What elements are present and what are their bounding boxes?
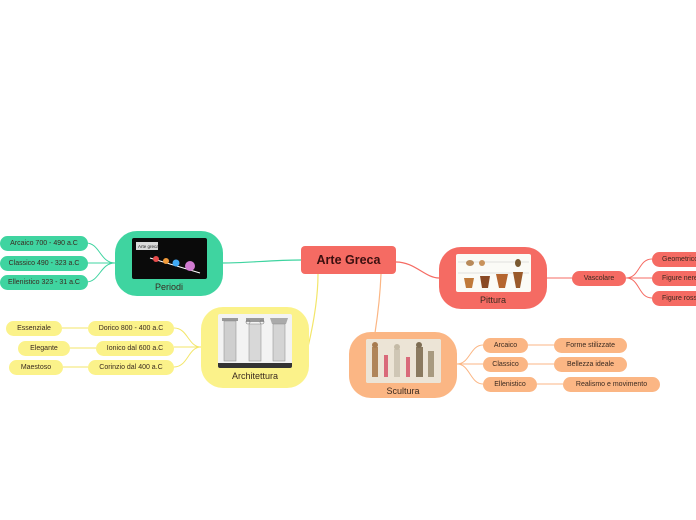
link-root-architettura	[307, 273, 319, 348]
periodi-image: Arte greca	[131, 238, 207, 279]
link-scultura-period	[456, 363, 484, 385]
scultura-image	[365, 339, 441, 383]
architettura-image	[218, 314, 292, 368]
link-root-pittura	[395, 261, 440, 279]
architettura-order-ionico[interactable]: Ionico dal 600 a.C	[96, 341, 174, 356]
scultura-period-arcaico[interactable]: Arcaico	[483, 338, 528, 353]
topic-scultura-label: Scultura	[386, 386, 420, 396]
pittura-style-geometrico[interactable]: Geometrico	[652, 252, 696, 267]
scultura-period-classico[interactable]: Classico	[483, 357, 528, 372]
periodi-item-arcaico[interactable]: Arcaico 700 - 490 a.C	[0, 236, 88, 251]
link-periodi-item	[85, 262, 116, 283]
topic-architettura-label: Architettura	[231, 371, 279, 381]
scultura-trait-bellezza-ideale[interactable]: Bellezza ideale	[554, 357, 627, 372]
architettura-trait-elegante[interactable]: Elegante	[18, 341, 70, 356]
architettura-trait-essenziale[interactable]: Essenziale	[6, 321, 62, 336]
topic-periodi-label: Periodi	[154, 282, 183, 292]
link-root-scultura	[374, 273, 382, 334]
architettura-trait-maestoso[interactable]: Maestoso	[9, 360, 63, 375]
topic-pittura-label: Pittura	[479, 295, 506, 305]
link-vascolare-style	[625, 277, 653, 299]
link-root-periodi	[221, 259, 302, 264]
periodi-image-caption: Arte greca	[138, 244, 159, 249]
scultura-period-ellenistico[interactable]: Ellenistico	[483, 377, 537, 392]
pittura-style-figure-nere[interactable]: Figure nere	[652, 271, 696, 286]
architettura-order-dorico[interactable]: Dorico 800 - 400 a.C	[88, 321, 174, 336]
root-node[interactable]: Arte Greca	[301, 246, 396, 274]
periodi-item-ellenistico[interactable]: Ellenistico 323 - 31 a.C	[0, 275, 88, 290]
link-vascolare-style	[625, 258, 653, 279]
pittura-image	[455, 254, 531, 292]
link-arch-order	[173, 327, 202, 348]
topic-pittura[interactable]: Pittura	[439, 247, 547, 309]
topic-periodi[interactable]: Arte greca Periodi	[115, 231, 223, 296]
architettura-order-corinzio[interactable]: Corinzio dal 400 a.C	[88, 360, 174, 375]
link-periodi-item	[85, 242, 116, 264]
link-arch-order	[173, 346, 202, 368]
pittura-vascolare[interactable]: Vascolare	[572, 271, 626, 286]
pittura-style-figure-rosse[interactable]: Figure rosse	[652, 291, 696, 306]
scultura-trait-realismo[interactable]: Realismo e movimento	[563, 377, 660, 392]
topic-architettura[interactable]: Architettura	[201, 307, 309, 388]
link-scultura-period	[456, 344, 484, 365]
scultura-trait-forme-stilizzate[interactable]: Forme stilizzate	[554, 338, 627, 353]
periodi-item-classico[interactable]: Classico 490 - 323 a.C	[0, 256, 88, 271]
topic-scultura[interactable]: Scultura	[349, 332, 457, 398]
